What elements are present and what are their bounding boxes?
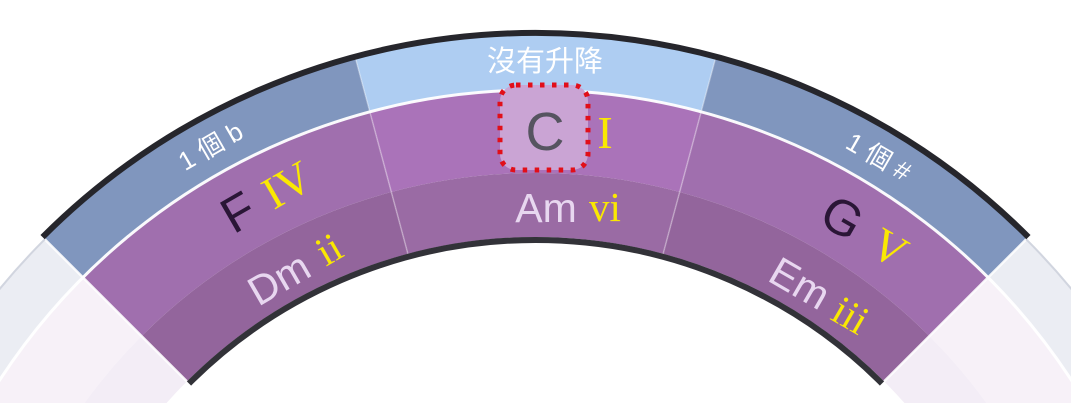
selected-key-highlight — [497, 82, 591, 173]
numeral-vi: vi — [589, 184, 621, 230]
inner-rim-border — [186, 236, 885, 386]
numeral-i: I — [597, 107, 612, 158]
segment-minor-faded-left — [84, 336, 187, 403]
segment-major-faded-right — [929, 277, 1071, 403]
segment-band-faded-left — [0, 238, 83, 380]
divider-right-15 — [662, 58, 717, 254]
divider-left-45 — [43, 237, 188, 383]
segment-minor-faded-right — [884, 336, 987, 403]
segment-band-1sharp[interactable] — [701, 58, 1027, 278]
segment-minor-am[interactable] — [391, 173, 680, 254]
segment-band-faded-right — [988, 238, 1071, 380]
divider-left-15 — [354, 58, 409, 254]
center-segment-labels: 沒有升降 C I Am vi — [487, 45, 621, 231]
faded-rim-right — [1025, 238, 1071, 291]
divider-right-45 — [883, 237, 1028, 383]
segment-minor-dm[interactable] — [141, 192, 408, 382]
segment-major-faded-left — [0, 277, 142, 403]
segment-major-g[interactable] — [679, 111, 989, 337]
key-label-c: C — [526, 102, 565, 162]
band-label-center: 沒有升降 — [487, 45, 603, 78]
segment-band-natural[interactable] — [355, 35, 716, 112]
segment-minor-em[interactable] — [663, 192, 930, 382]
outer-rim-border — [40, 29, 1031, 240]
segment-band-1flat[interactable] — [44, 58, 370, 278]
key-label-am: Am — [515, 185, 577, 231]
faded-rim-left — [0, 238, 46, 291]
segment-major-f[interactable] — [83, 111, 392, 337]
